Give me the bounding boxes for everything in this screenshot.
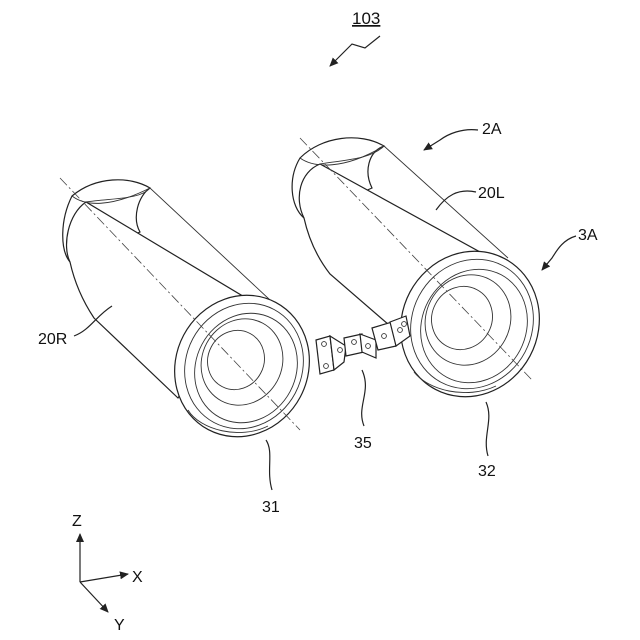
y-axis-label: Y (114, 617, 125, 634)
z-axis-label: Z (72, 513, 82, 530)
reference-number-group: 103 (330, 9, 380, 66)
label-20l-group: 20L (436, 185, 505, 210)
barrel-20r (60, 178, 334, 461)
label-31: 31 (262, 499, 280, 516)
reference-arrow (330, 36, 380, 66)
x-axis-label: X (132, 569, 143, 586)
label-31-group: 31 (262, 440, 280, 516)
label-32-group: 32 (478, 402, 496, 480)
label-3a: 3A (578, 227, 598, 244)
label-3a-group: 3A (542, 227, 598, 270)
reference-number: 103 (352, 9, 380, 28)
x-axis-arrow (80, 574, 128, 582)
y-axis-arrow (80, 582, 108, 612)
label-20l: 20L (478, 185, 505, 202)
label-35: 35 (354, 435, 372, 452)
label-2a-group: 2A (424, 121, 502, 150)
coordinate-axes: Z X Y (72, 513, 143, 634)
label-20r: 20R (38, 331, 67, 348)
label-35-group: 35 (354, 370, 372, 452)
label-2a: 2A (482, 121, 502, 138)
barrel-20l (292, 138, 565, 421)
label-32: 32 (478, 463, 496, 480)
linkage-35 (316, 316, 410, 374)
